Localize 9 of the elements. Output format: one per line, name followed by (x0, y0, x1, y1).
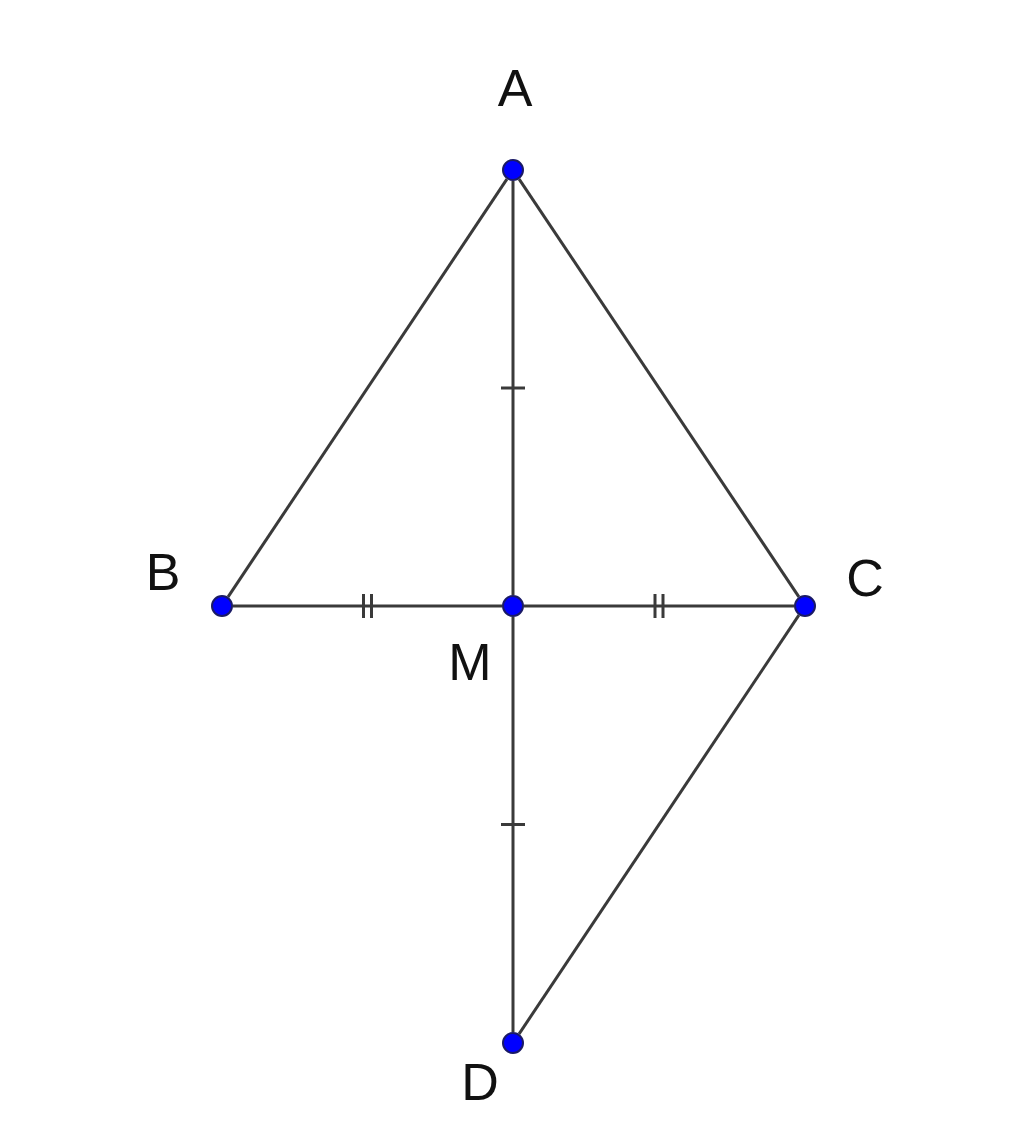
line-segment (233, 604, 502, 608)
line-segment (524, 604, 794, 608)
point-label: D (461, 1056, 499, 1108)
line-segment (511, 617, 515, 1032)
point-label: M (448, 636, 492, 688)
point-label: B (145, 546, 181, 598)
line-segment (511, 181, 515, 595)
point-label: A (497, 62, 533, 114)
point-label: C (846, 552, 884, 604)
